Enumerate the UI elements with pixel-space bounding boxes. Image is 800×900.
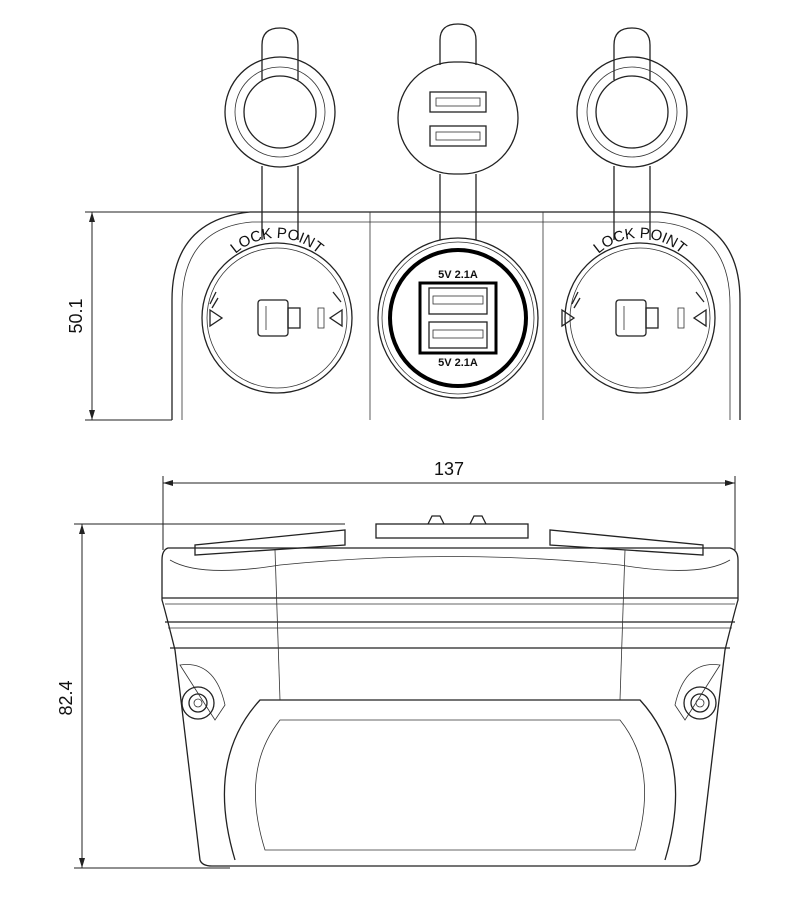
dimension-height-top: 50.1 [66, 211, 262, 421]
svg-text:82.4: 82.4 [56, 680, 76, 715]
usb-rating-top: 5V 2.1A [438, 269, 478, 281]
top-view: LOCK POINT 5V 2.1A 5V 2.1A [66, 23, 741, 421]
usb-socket: 5V 2.1A 5V 2.1A [377, 237, 539, 399]
left-cap [224, 27, 336, 240]
dimension-width: 137 [162, 459, 736, 550]
side-view: 137 82.4 [56, 459, 739, 869]
svg-text:50.1: 50.1 [66, 298, 86, 333]
usb-rating-bottom: 5V 2.1A [438, 357, 478, 369]
svg-text:137: 137 [434, 459, 464, 479]
screw-left [181, 686, 215, 720]
screw-right [683, 686, 717, 720]
right-cap [576, 27, 688, 240]
panel-outline [171, 211, 741, 420]
right-socket: LOCK POINT [561, 225, 716, 394]
dimension-height-side: 82.4 [56, 523, 345, 869]
usb-cap [397, 23, 519, 245]
left-socket: LOCK POINT [201, 225, 353, 394]
body-outline [161, 547, 739, 867]
